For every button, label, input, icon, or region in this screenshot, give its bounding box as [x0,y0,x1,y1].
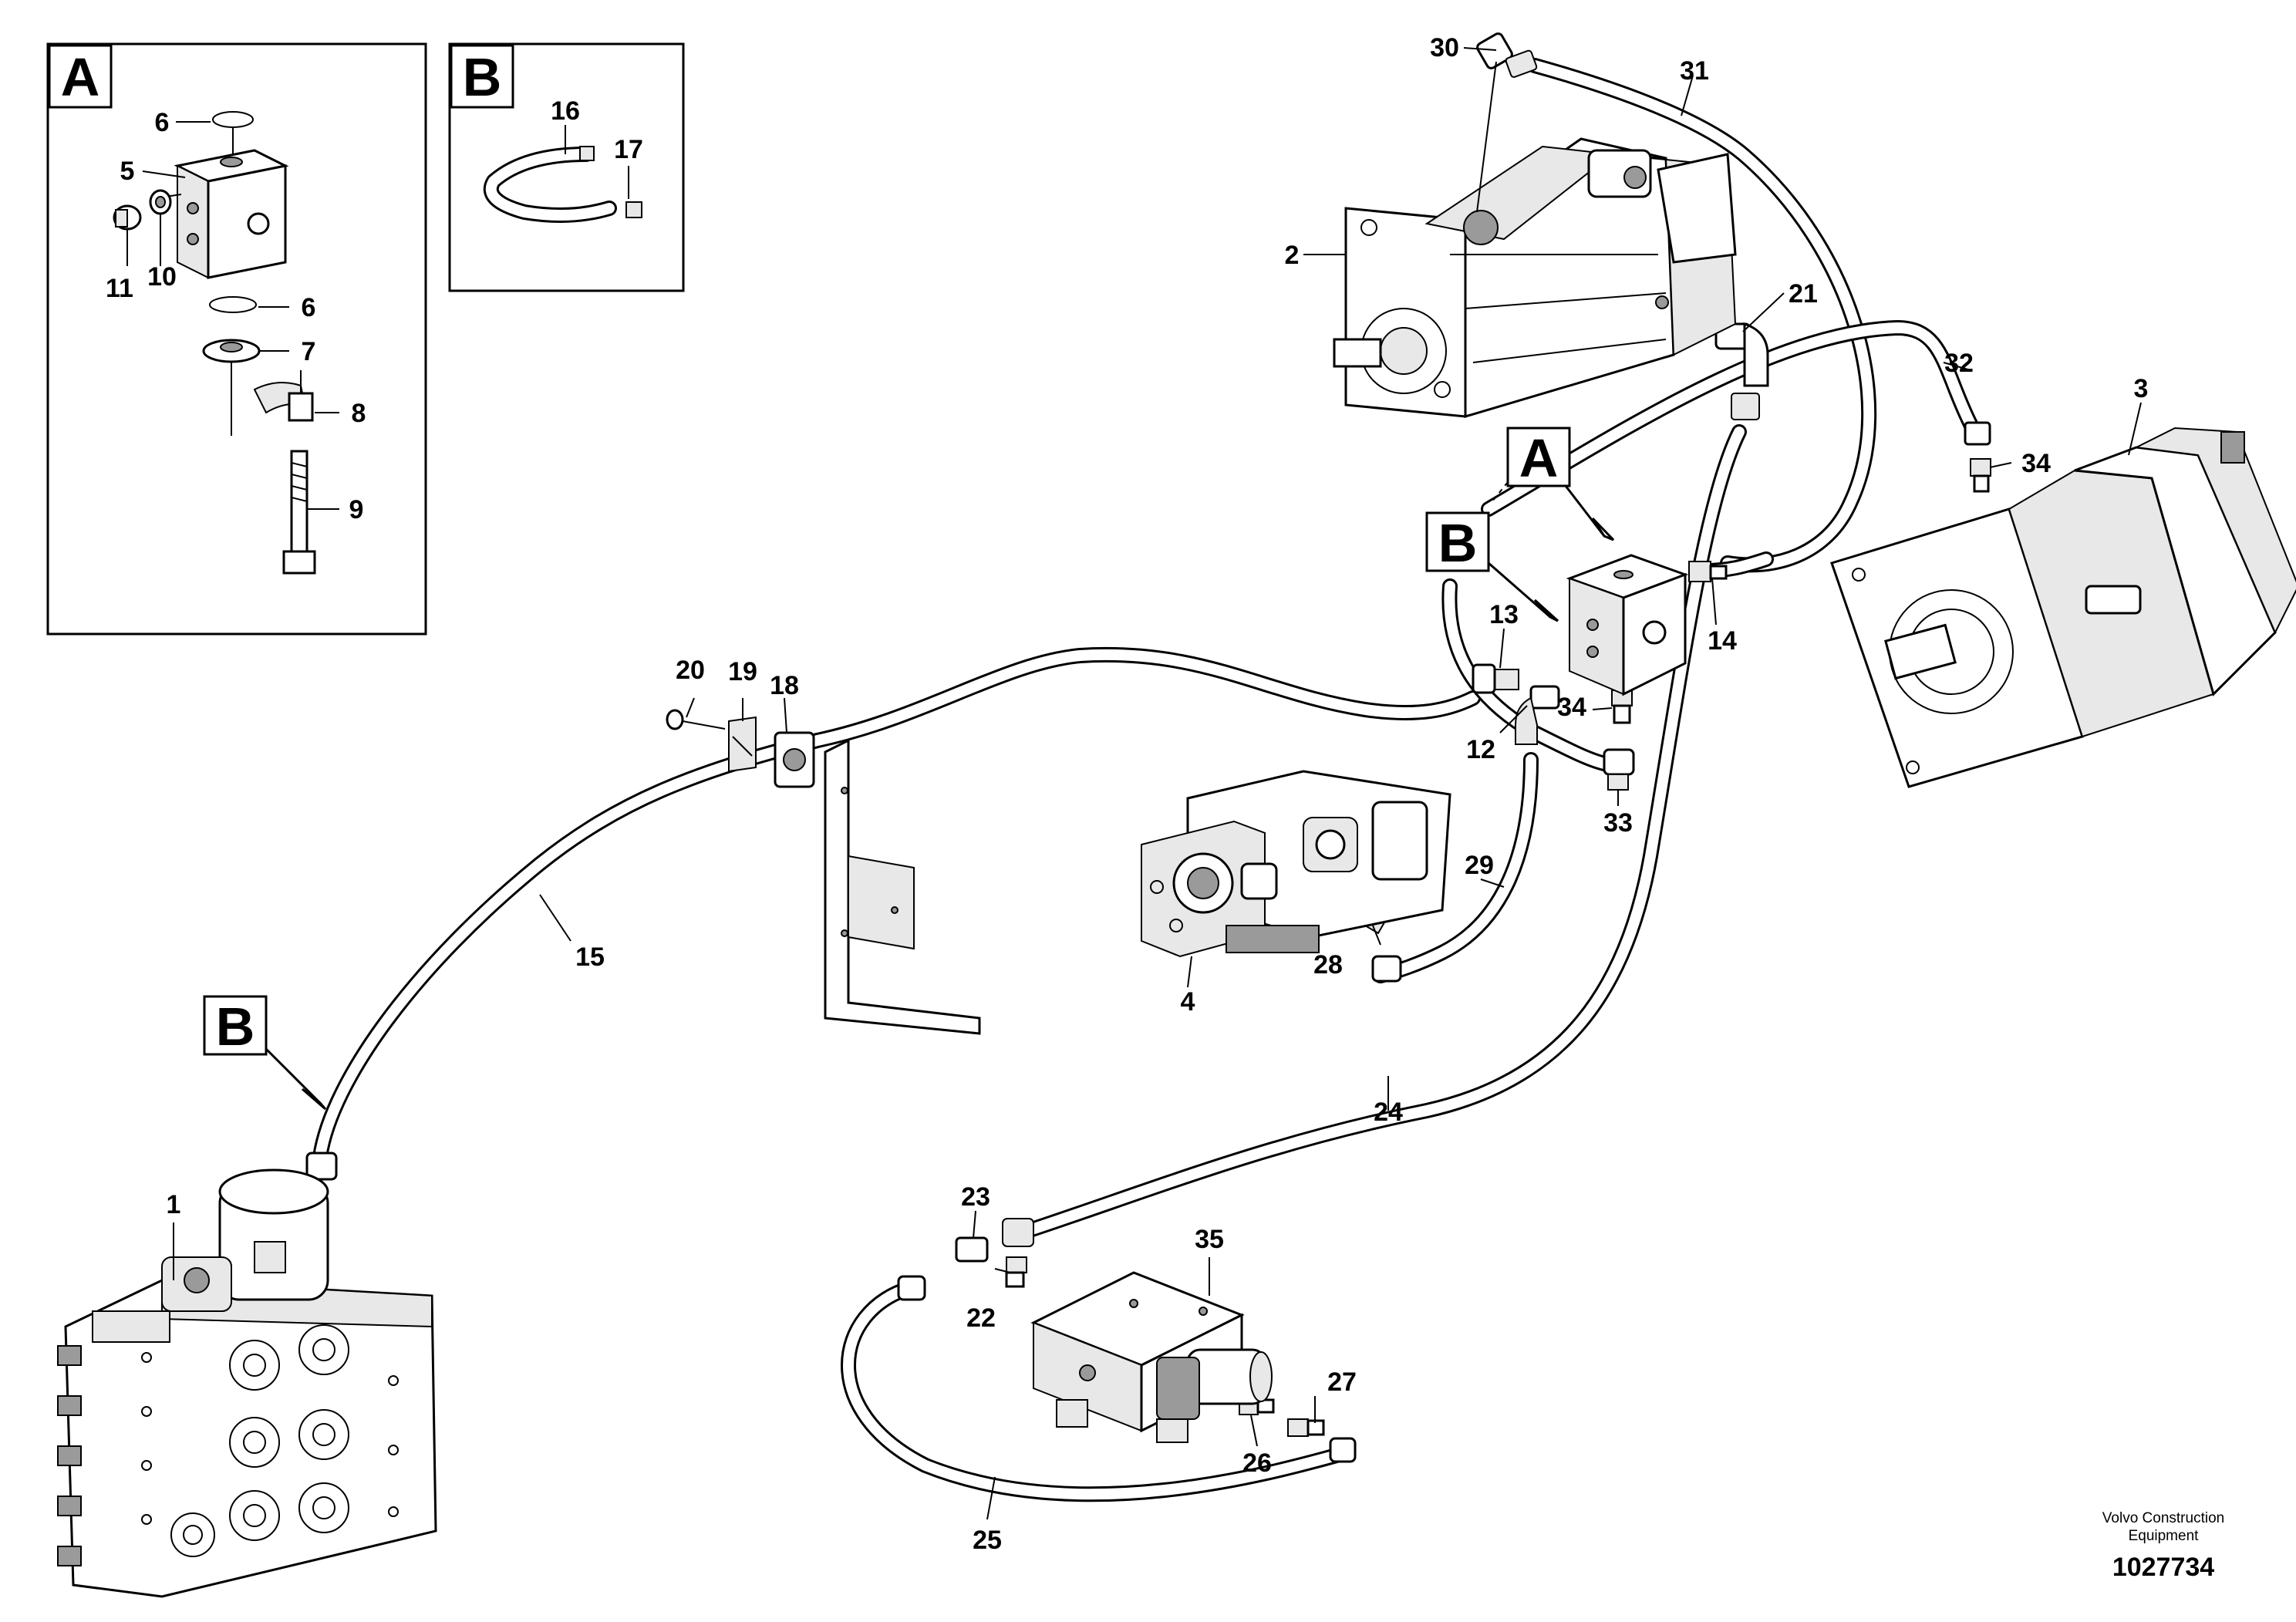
callout-34-block: 34 [1557,693,1586,722]
callout-6-bottom: 6 [302,293,316,322]
callout-9: 9 [349,495,364,524]
leader-lines [173,47,2142,1520]
elbow-12 [1515,685,1560,745]
union-14 [1688,561,1728,582]
callout-25: 25 [973,1526,1002,1555]
plate-19 [728,716,757,773]
valve-block-35 [1030,1271,1273,1443]
ref-b-top-letter: B [1438,513,1478,573]
callout-24: 24 [1374,1098,1403,1127]
callout-14: 14 [1708,626,1737,656]
adapter-27 [1287,1418,1357,1463]
adapter-13 [1472,663,1519,694]
inset-a-frame [46,42,427,636]
inset-a-letter: A [61,47,100,107]
callout-26: 26 [1242,1448,1272,1478]
clamp [253,370,314,422]
callout-33: 33 [1603,808,1633,838]
callout-15: 15 [575,943,605,972]
o-ring-top [212,111,254,128]
callout-20: 20 [676,656,705,685]
footer: Volvo Construction Equipment 1027734 [2102,1510,2224,1582]
callout-12: 12 [1466,735,1495,764]
callout-4: 4 [1181,987,1195,1017]
inset-b-panel: B 16 17 [448,42,685,292]
inset-a-tag [48,44,113,109]
control-valve-1 [57,1168,437,1598]
callout-13: 13 [1489,600,1519,629]
callout-31: 31 [1680,56,1709,86]
bolt [282,450,316,575]
callout-16: 16 [551,96,580,126]
callout-3: 3 [2134,374,2149,403]
callout-1: 1 [167,1190,181,1219]
callout-6-top: 6 [155,108,170,137]
plug-and-washer [113,189,182,231]
hydraulic-motor-3 [1830,427,2296,788]
elbow-fitting-21 [1714,322,1769,420]
detail-ref-b-left: B [203,995,327,1111]
hoses [312,58,1978,1502]
callout-19: 19 [728,657,757,686]
callout-17: 17 [614,135,643,164]
callout-29: 29 [1465,851,1494,880]
hose-25-end [897,1275,926,1301]
callout-8: 8 [352,399,366,428]
callout-5: 5 [120,157,135,186]
gear-pump-4 [1141,770,1451,958]
company-line-2: Equipment [2129,1528,2200,1544]
hydraulic-pump-2 [1333,137,1737,419]
callout-11: 11 [106,274,133,303]
callout-numbers: 30 31 2 21 32 3 34 14 13 12 34 33 29 28 … [167,33,2149,1555]
elbow-fitting-30 [1476,32,1538,78]
bracket-assembly [666,709,981,1035]
document-number: 1027734 [2112,1553,2214,1582]
callout-23: 23 [961,1182,990,1212]
hose-15-end [305,1152,338,1181]
valve-block-small [174,149,289,279]
adapter-34-block [1611,690,1633,724]
ref-a-letter: A [1519,428,1559,488]
fittings [305,32,1991,1463]
callout-7: 7 [302,337,316,366]
callout-34-right: 34 [2021,449,2051,478]
callout-35: 35 [1195,1225,1224,1254]
tee-23 [955,1218,1034,1263]
inset-b-letter: B [463,47,502,107]
callout-18: 18 [770,671,799,700]
detail-ref-b-top: B [1425,511,1559,622]
callout-28: 28 [1313,950,1343,980]
inset-b-tag [450,44,514,109]
elbow-33 [1603,748,1635,791]
callout-32: 32 [1944,349,1974,378]
screw-20 [666,709,726,730]
company-line-1: Volvo Construction [2102,1510,2224,1526]
callout-10: 10 [147,262,177,292]
adapter-22 [1005,1256,1027,1288]
detail-ref-a: A [1492,427,1615,541]
callout-22: 22 [966,1303,996,1333]
flange-washer [202,339,261,436]
callout-30: 30 [1430,33,1459,62]
ref-b-left-letter: B [216,996,255,1057]
callout-21: 21 [1789,279,1818,309]
callout-2: 2 [1285,241,1300,270]
mounting-bracket [824,738,981,1035]
inset-b-frame [448,42,685,292]
tie-clip [625,201,642,218]
inset-a-panel: A [46,42,427,636]
fitting-32-end [1964,421,1991,446]
adapter-34-right [1970,458,1991,493]
o-ring-bottom [209,296,257,313]
valve-block-a [1566,554,1689,696]
callout-27: 27 [1327,1367,1357,1397]
